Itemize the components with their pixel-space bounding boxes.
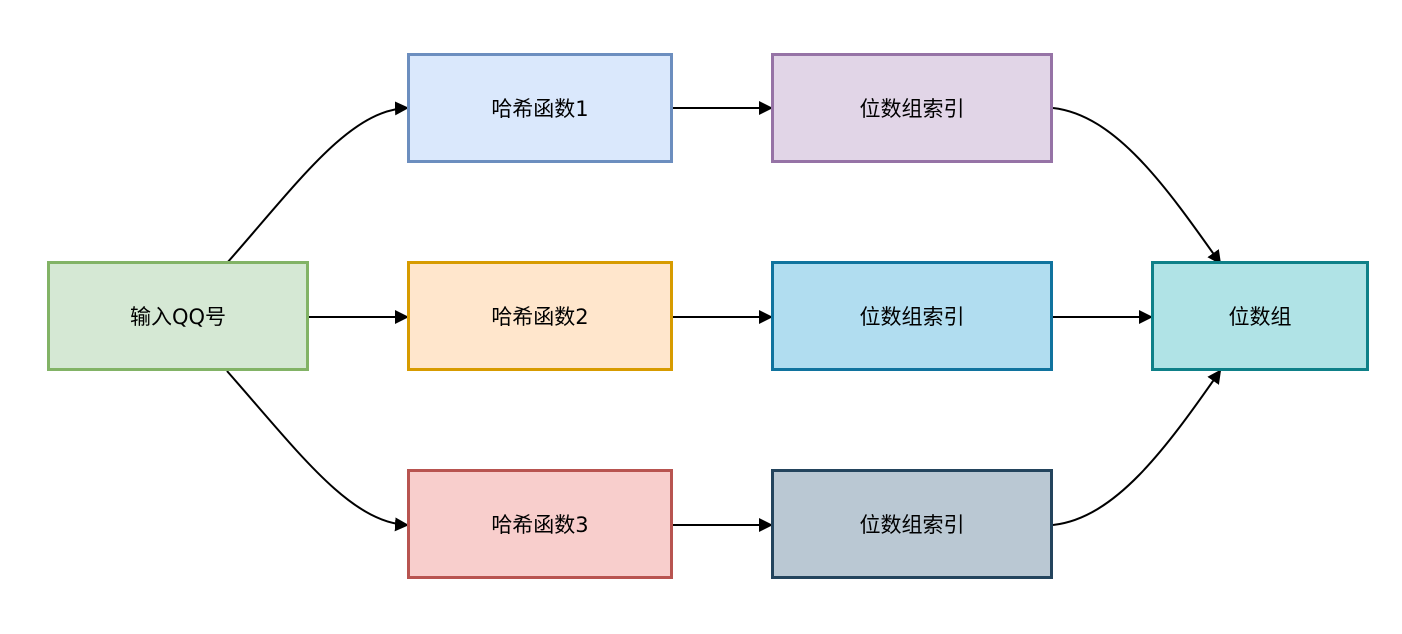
edge-input-to-hash3 xyxy=(226,370,409,532)
bit-array-node: 位数组 xyxy=(1151,261,1369,371)
input-qq-node: 输入QQ号 xyxy=(47,261,309,371)
hash-function-3-label: 哈希函数3 xyxy=(491,513,589,537)
hash-function-2-node: 哈希函数2 xyxy=(407,261,673,371)
bit-array-label: 位数组 xyxy=(1228,305,1292,329)
edge-input-to-hash1 xyxy=(226,101,409,264)
bit-array-index-1-label: 位数组索引 xyxy=(859,97,965,121)
bit-array-index-2-label: 位数组索引 xyxy=(859,305,965,329)
edge-index3-to-bitarray xyxy=(1052,369,1222,526)
edge-index1-to-bitarray xyxy=(1052,107,1222,265)
bit-array-index-1-node: 位数组索引 xyxy=(771,53,1053,163)
hash-function-1-node: 哈希函数1 xyxy=(407,53,673,163)
input-qq-label: 输入QQ号 xyxy=(129,305,227,329)
bit-array-index-3-label: 位数组索引 xyxy=(859,513,965,537)
hash-function-1-label: 哈希函数1 xyxy=(491,97,589,121)
bit-array-index-2-node: 位数组索引 xyxy=(771,261,1053,371)
hash-function-2-label: 哈希函数2 xyxy=(491,305,589,329)
bit-array-index-3-node: 位数组索引 xyxy=(771,469,1053,579)
hash-function-3-node: 哈希函数3 xyxy=(407,469,673,579)
